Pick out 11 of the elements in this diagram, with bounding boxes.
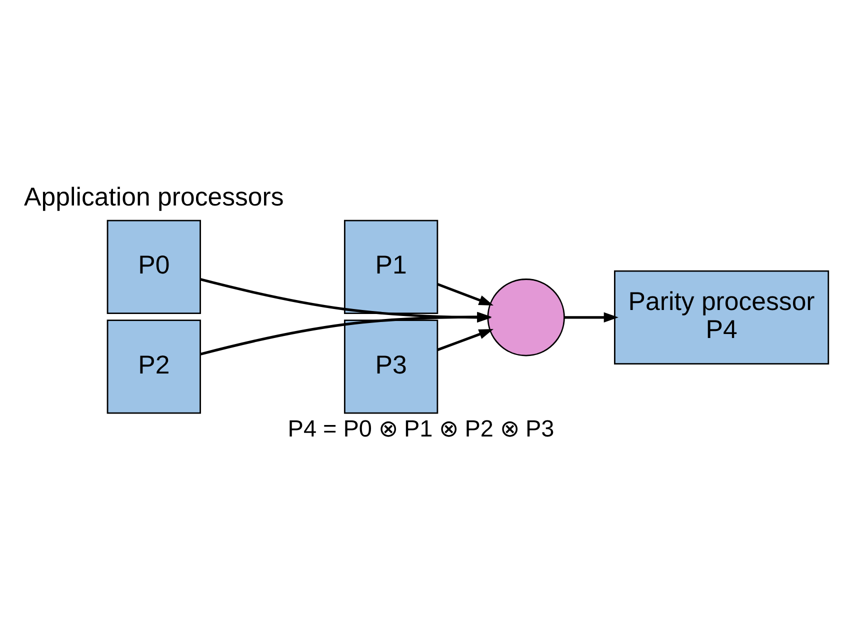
node-circle (487, 278, 565, 356)
node-box: Parity processor P4 (614, 270, 830, 364)
arrow (437, 282, 494, 305)
node-box: P0 (106, 219, 201, 314)
caption: P4 = P0 ⊗ P1 ⊗ P2 ⊗ P3 (288, 415, 554, 442)
node-box: P3 (344, 319, 438, 414)
node-box: P1 (344, 219, 438, 314)
label: Application processors (24, 182, 284, 211)
node-box: P2 (106, 319, 201, 414)
arrow (564, 312, 618, 322)
arrow (437, 328, 494, 351)
